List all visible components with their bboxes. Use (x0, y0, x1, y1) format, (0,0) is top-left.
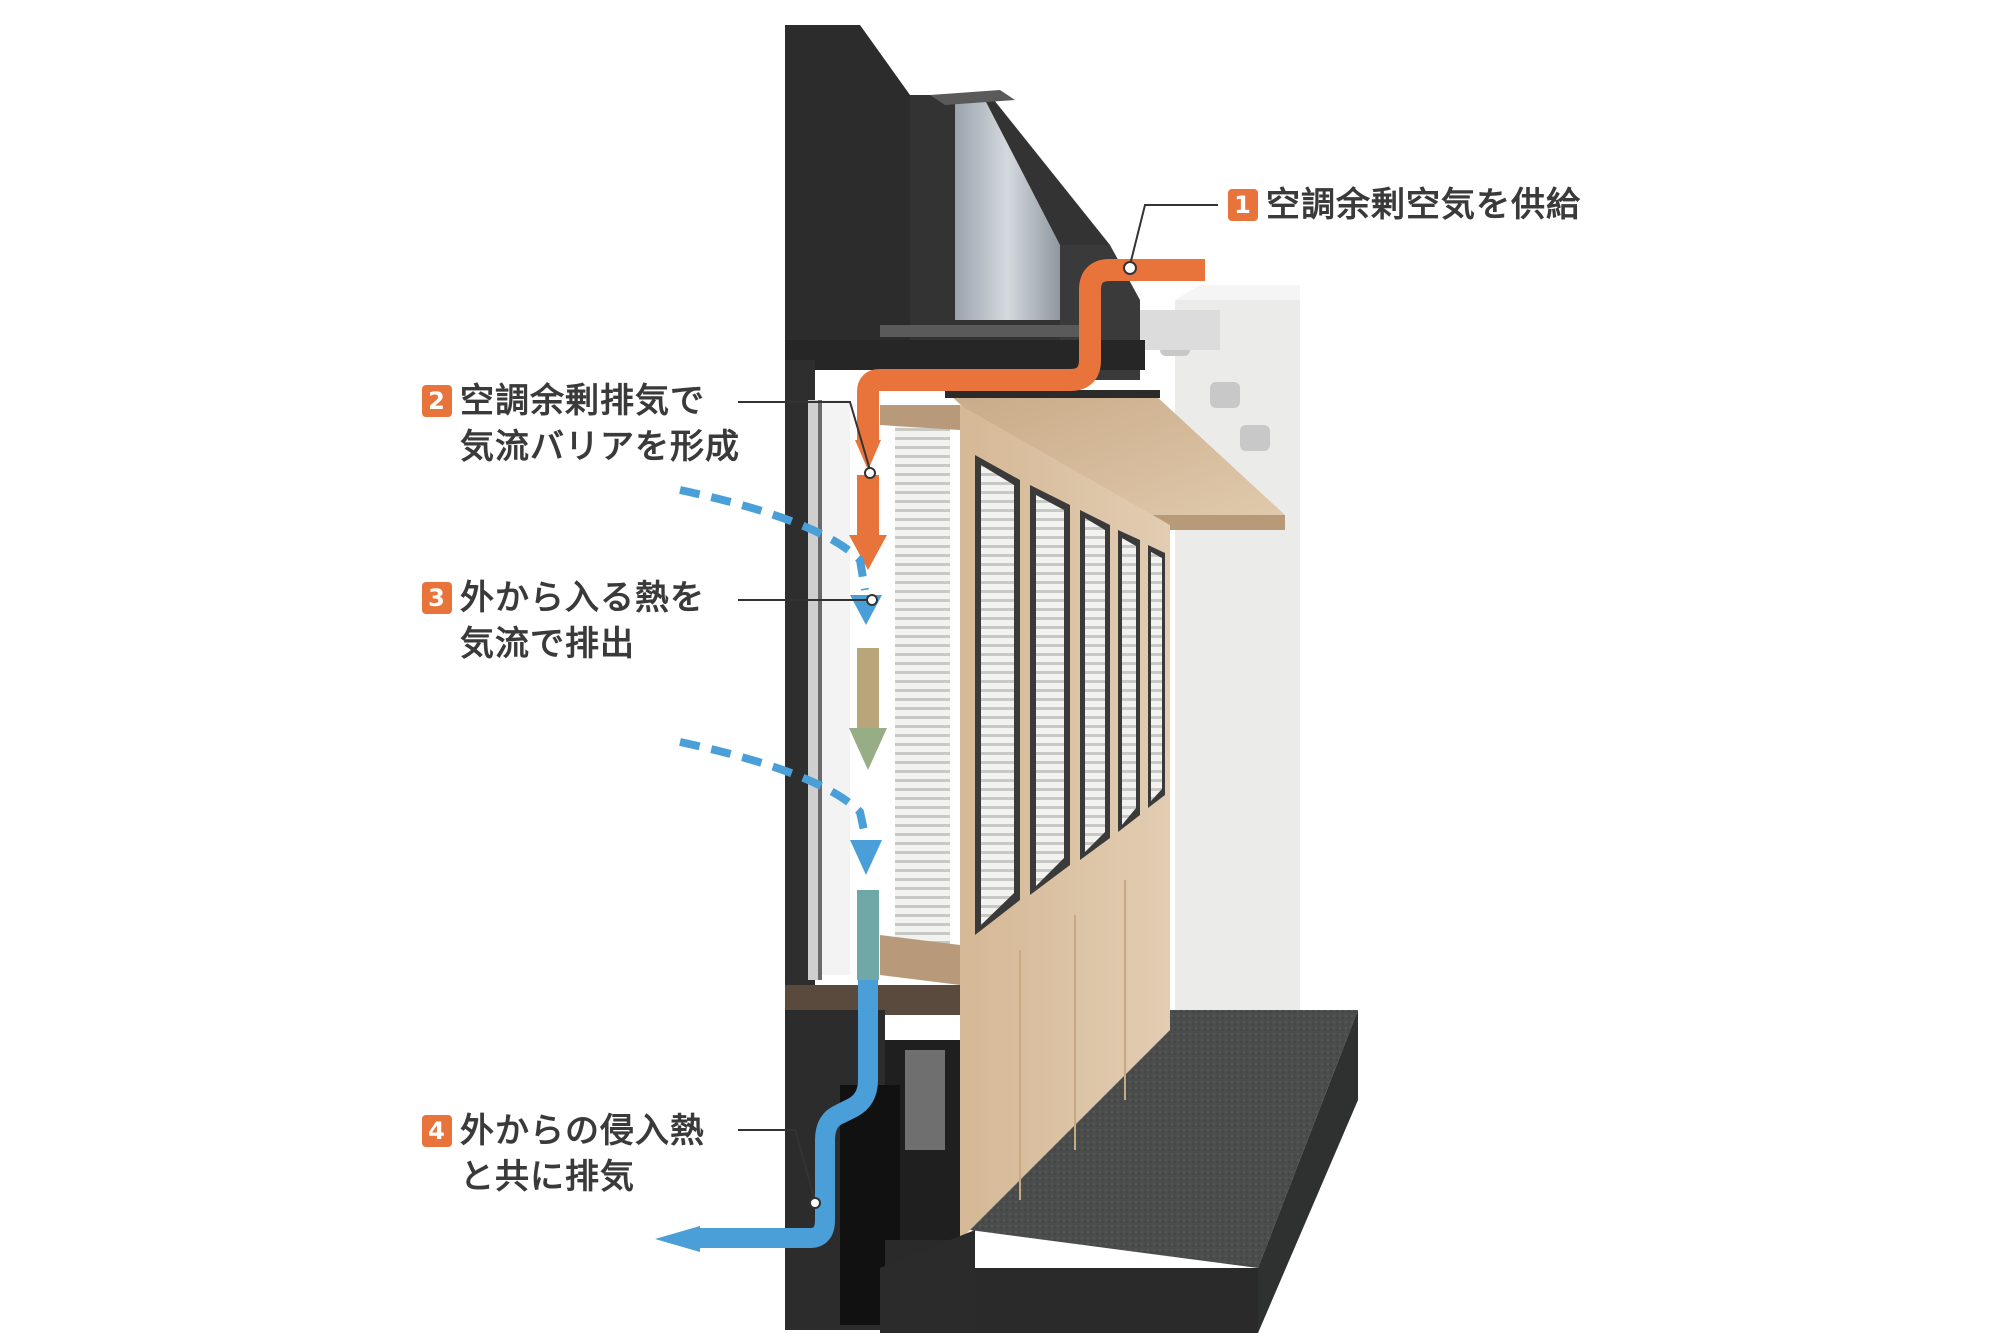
callout-4-line-2: と共に排気 (460, 1157, 635, 1197)
callout-2-airflow-barrier: 2 空調余剰排気で 気流バリアを形成 (422, 378, 740, 470)
leader-lines (738, 204, 1218, 1209)
callout-1-supply-air: 1 空調余剰空気を供給 (1228, 182, 1581, 228)
callout-3-line-2: 気流で排出 (460, 624, 635, 664)
blind-slats (880, 405, 960, 985)
base-structure (785, 985, 975, 1333)
callout-4-number-badge: 4 (422, 1115, 452, 1147)
callout-4-line-1: 外からの侵入熱 (460, 1111, 705, 1151)
callout-1-number-badge: 1 (1228, 189, 1258, 221)
callout-3-line-1: 外から入る熱を (460, 578, 705, 618)
airflow-channel (655, 259, 1205, 1252)
callout-3-number-badge: 3 (422, 582, 452, 614)
ceiling-panel (945, 310, 1285, 530)
callout-3-heat-exhaust: 3 外から入る熱を 気流で排出 (422, 575, 705, 667)
facade-frame (785, 360, 850, 1000)
outside-heat-arrow-upper (679, 486, 882, 625)
callout-2-line-2: 気流バリアを形成 (460, 427, 740, 467)
outside-heat-arrow-lower (679, 738, 882, 875)
callout-1-line-1: 空調余剰空気を供給 (1266, 185, 1581, 225)
callout-4-exhaust-with-heat: 4 外からの侵入熱 と共に排気 (422, 1108, 705, 1200)
callout-2-number-badge: 2 (422, 385, 452, 417)
interior-windows (975, 455, 1165, 935)
callout-2-line-1: 空調余剰排気で (460, 381, 705, 421)
ceiling-duct-cylinders (1140, 310, 1270, 451)
